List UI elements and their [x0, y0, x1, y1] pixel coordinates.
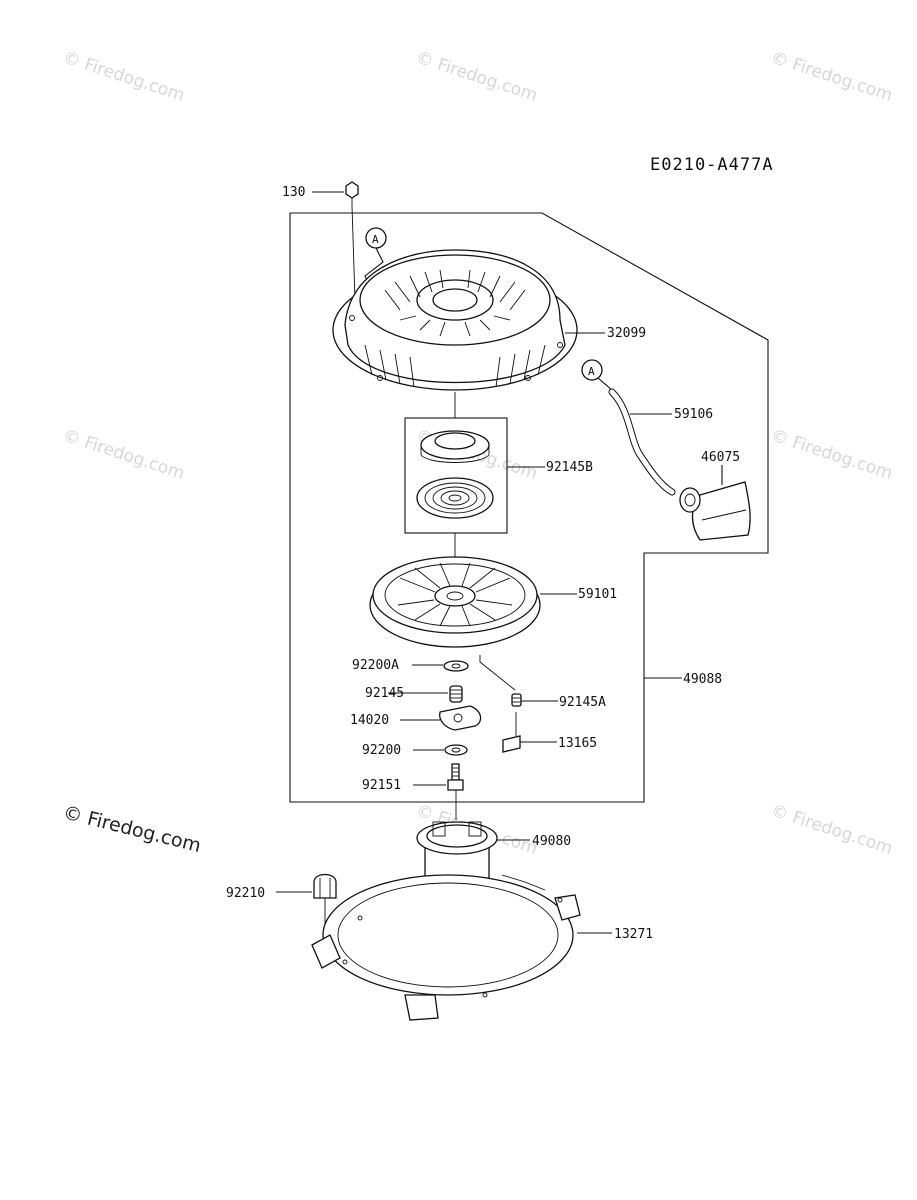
- base-plate-13271: 13271: [311, 874, 653, 1021]
- washer-92200A: 92200A: [352, 658, 469, 673]
- label-92210: 92210: [226, 886, 265, 901]
- spring-92145: 92145: [365, 685, 463, 703]
- diagram-code: E0210-A477A: [650, 155, 774, 175]
- ratchet-14020: 14020: [350, 705, 482, 731]
- watermark: © Firedog.com: [413, 48, 539, 106]
- label-32099: 32099: [607, 326, 646, 341]
- label-13271: 13271: [614, 927, 653, 942]
- watermark: © Firedog.com: [768, 801, 894, 859]
- washer-92200: 92200: [362, 743, 468, 758]
- label-49080: 49080: [532, 834, 571, 849]
- watermark: © Firedog.com: [60, 426, 186, 484]
- plate-13165: 13165: [502, 712, 597, 753]
- recoil-housing-32099: 32099: [332, 249, 646, 391]
- label-13165: 13165: [558, 736, 597, 751]
- spring-92145A: 92145A: [479, 655, 606, 710]
- starter-rope-59106: A 59106: [581, 359, 713, 496]
- svg-text:A: A: [372, 233, 379, 246]
- callout-a-top: A: [364, 227, 387, 291]
- label-92151: 92151: [362, 778, 401, 793]
- watermark: © Firedog.com: [60, 48, 186, 106]
- starter-handle-46075: 46075: [679, 450, 751, 541]
- watermark-dark: © Firedog.com: [61, 802, 203, 858]
- label-92145: 92145: [365, 686, 404, 701]
- label-14020: 14020: [350, 713, 389, 728]
- assembly-outline: [289, 212, 769, 803]
- svg-text:A: A: [588, 365, 595, 378]
- label-92200A: 92200A: [352, 658, 399, 673]
- watermark: © Firedog.com: [768, 426, 894, 484]
- label-92145A: 92145A: [559, 695, 606, 710]
- label-49088: 49088: [683, 672, 722, 687]
- label-130: 130: [282, 185, 305, 200]
- bolt-92151: 92151: [362, 763, 464, 820]
- label-92200: 92200: [362, 743, 401, 758]
- label-59106: 59106: [674, 407, 713, 422]
- label-59101: 59101: [578, 587, 617, 602]
- label-46075: 46075: [701, 450, 740, 465]
- bolt-130: 130: [282, 181, 359, 301]
- nut-92210: 92210: [226, 873, 337, 945]
- recoil-spring-92145B: 92145B: [404, 392, 593, 560]
- watermark: © Firedog.com: [768, 48, 894, 106]
- label-92145B: 92145B: [546, 460, 593, 475]
- reel-59101: 59101: [369, 556, 617, 648]
